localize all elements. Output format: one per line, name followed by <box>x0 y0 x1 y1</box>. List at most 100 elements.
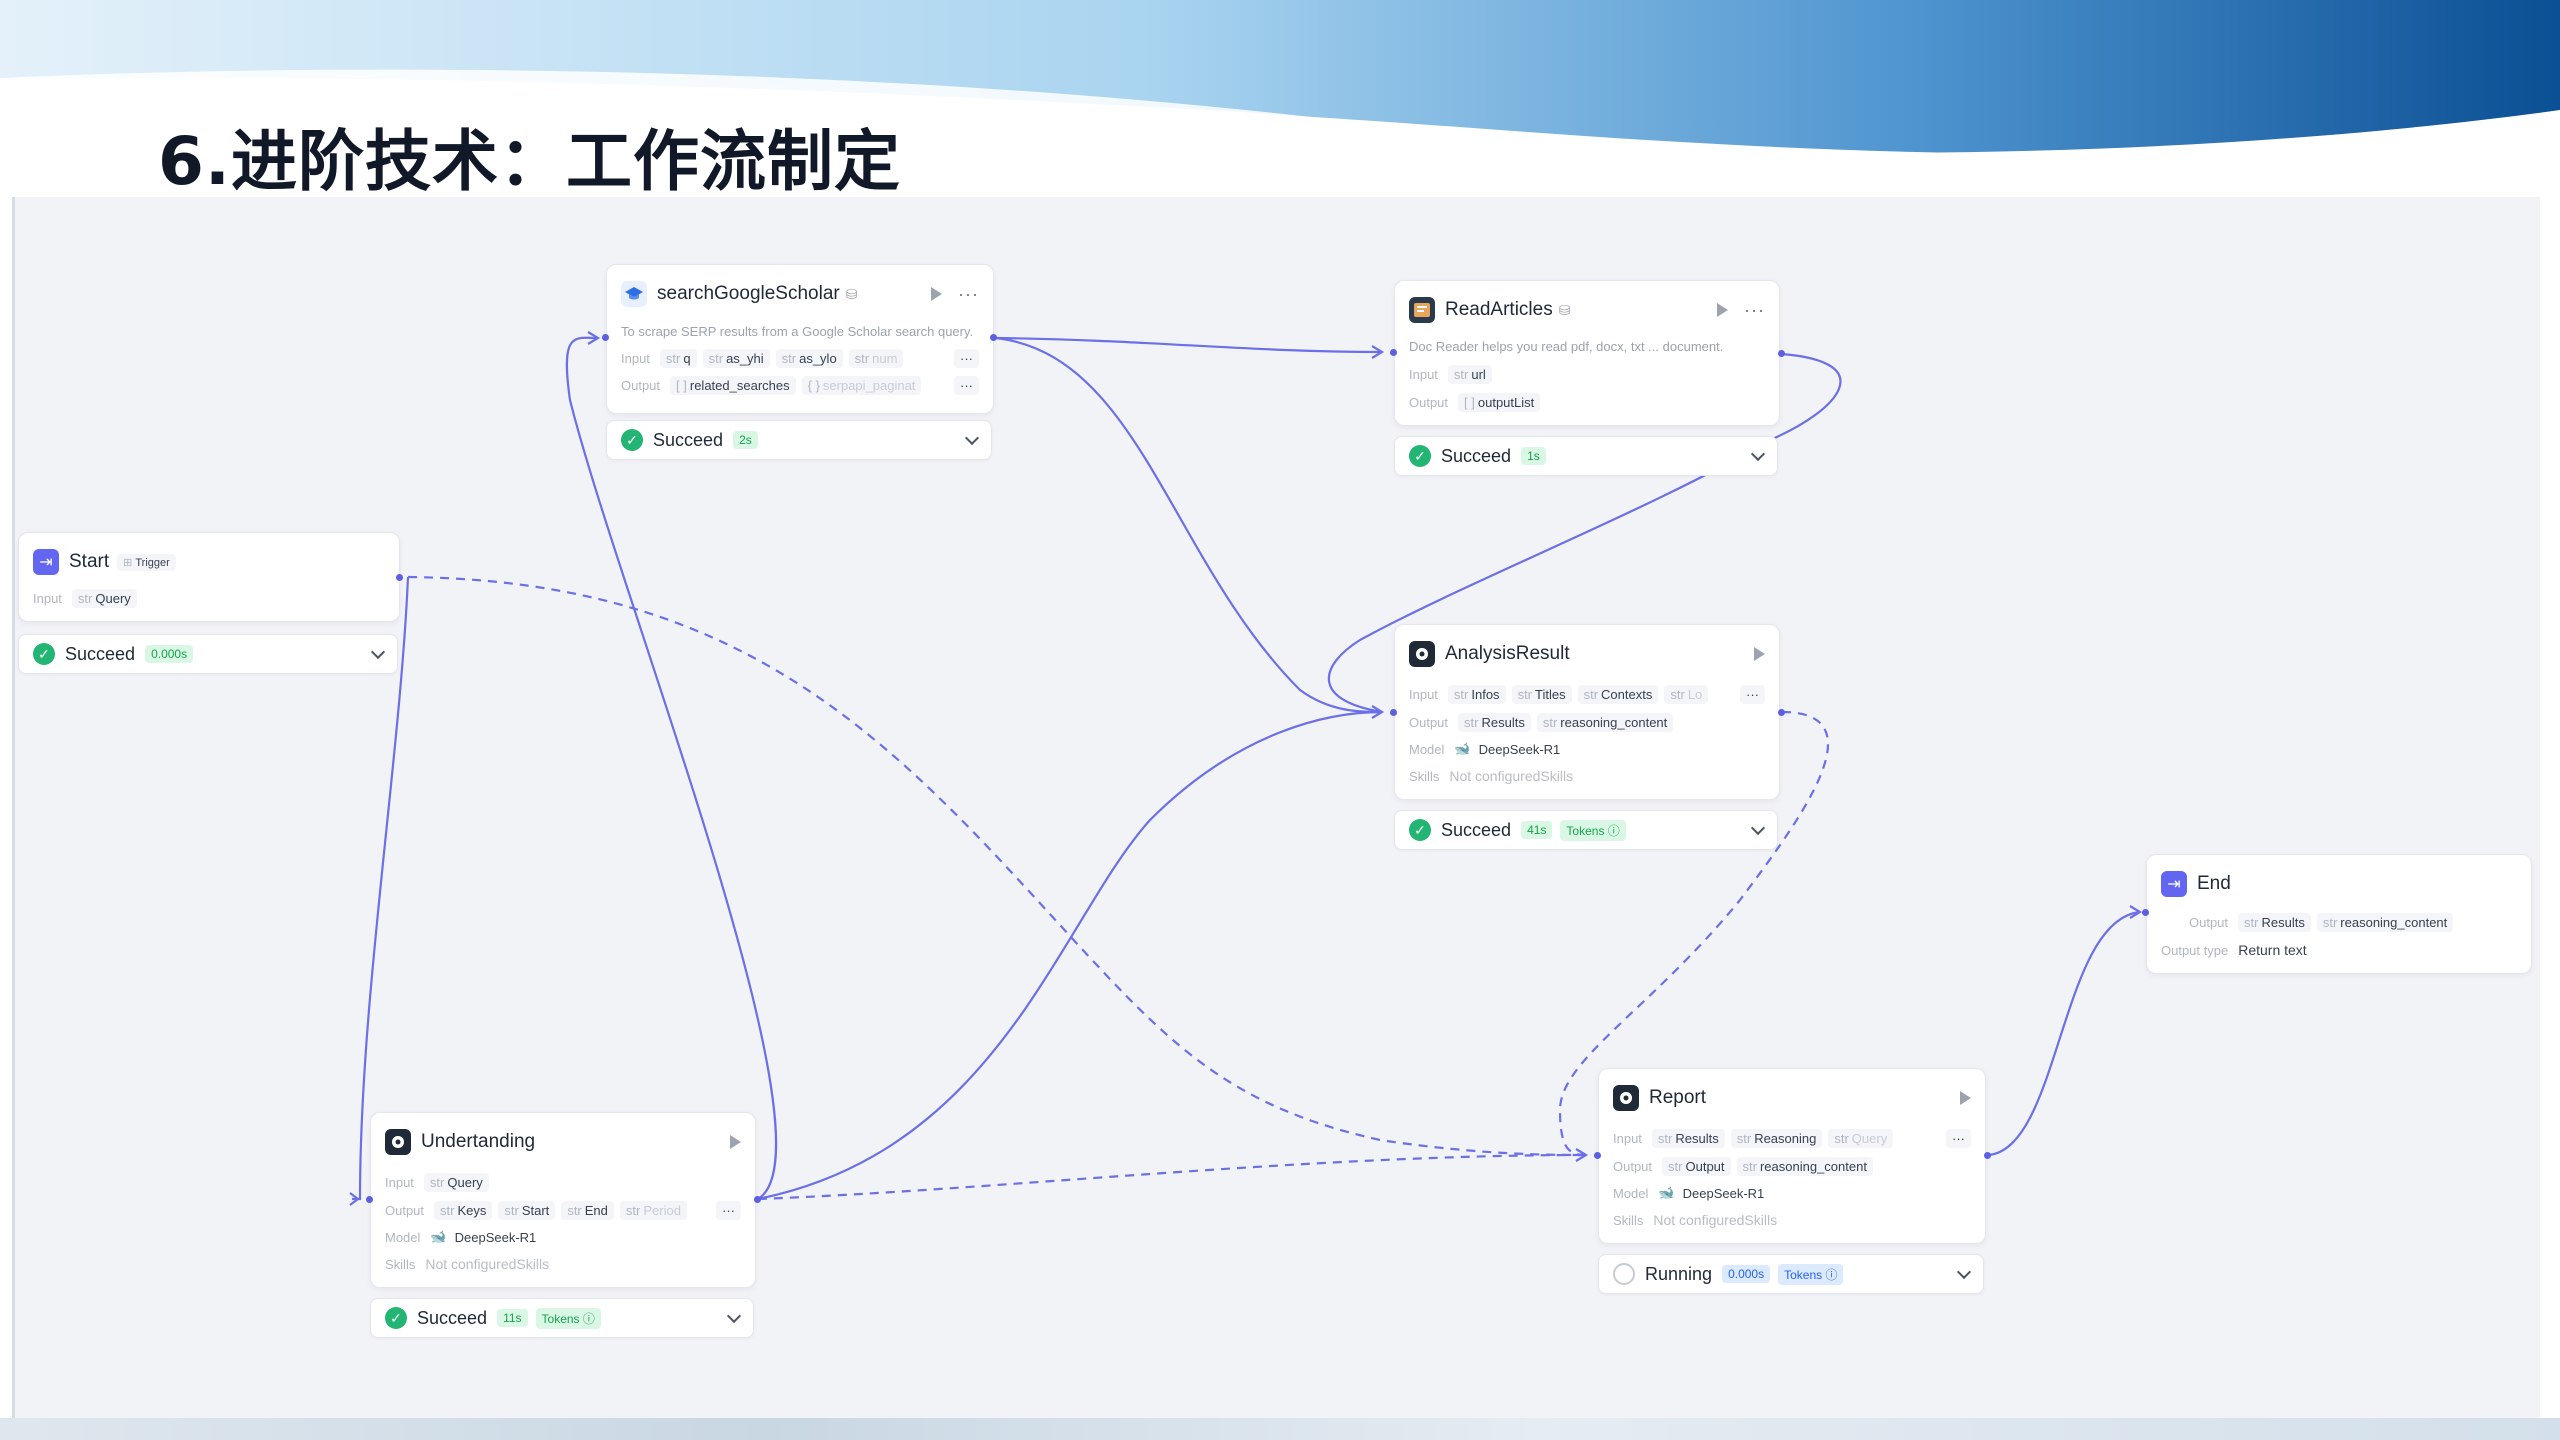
success-check-icon: ✓ <box>385 1307 407 1329</box>
run-node-button[interactable] <box>1717 303 1729 317</box>
input-port[interactable] <box>1390 709 1397 716</box>
success-check-icon: ✓ <box>33 643 55 665</box>
slide-banner <box>0 0 2560 200</box>
more-params-icon[interactable]: ··· <box>954 375 979 395</box>
input-port[interactable] <box>2142 909 2149 916</box>
status-bar[interactable]: ✓ Succeed 2s <box>606 420 992 460</box>
input-label: Input <box>1409 366 1438 382</box>
output-port[interactable] <box>1984 1152 1991 1159</box>
output-param: [ ]outputList <box>1458 392 1541 412</box>
tokens-badge[interactable]: Tokens ⓘ <box>1778 1263 1844 1285</box>
tokens-badge[interactable]: Tokens ⓘ <box>1560 819 1626 841</box>
more-params-icon[interactable]: ··· <box>1740 684 1765 704</box>
status-text: Succeed <box>653 429 724 450</box>
more-options-button[interactable]: ··· <box>958 283 979 304</box>
llm-node-icon <box>1613 1085 1639 1111</box>
time-badge: 0.000s <box>145 645 194 663</box>
model-name: DeepSeek-R1 <box>1682 1185 1765 1201</box>
time-badge: 2s <box>733 431 758 449</box>
node-title: End <box>2197 873 2231 894</box>
scholar-cap-icon <box>621 281 647 307</box>
skills-label: Skills <box>385 1256 416 1272</box>
model-label: Model <box>1409 741 1445 757</box>
skills-label: Skills <box>1409 768 1440 784</box>
input-port[interactable] <box>366 1196 373 1203</box>
time-badge: 11s <box>497 1309 528 1327</box>
output-port[interactable] <box>990 334 997 341</box>
deepseek-whale-icon: 🐋 <box>1454 741 1471 756</box>
chevron-down-icon[interactable] <box>370 644 386 660</box>
model-label: Model <box>385 1229 421 1245</box>
run-node-button[interactable] <box>730 1135 741 1149</box>
time-badge: 1s <box>1521 447 1546 465</box>
more-params-icon[interactable]: ··· <box>1946 1128 1971 1148</box>
chevron-down-icon[interactable] <box>1750 446 1766 462</box>
output-port[interactable] <box>754 1196 761 1203</box>
start-arrow-icon: ⇥ <box>33 549 59 575</box>
status-bar[interactable]: ✓ Succeed 41s Tokens ⓘ <box>1394 810 1778 850</box>
input-port[interactable] <box>1390 349 1397 356</box>
llm-node-icon <box>385 1129 411 1155</box>
status-text: Running <box>1645 1263 1713 1284</box>
run-node-button[interactable] <box>1754 647 1765 661</box>
more-params-icon[interactable]: ··· <box>716 1200 741 1220</box>
input-port[interactable] <box>1594 1152 1601 1159</box>
bottom-decoration <box>0 1418 2560 1440</box>
deepseek-whale-icon: 🐋 <box>430 1229 447 1244</box>
input-label: Input <box>33 590 62 606</box>
node-title: AnalysisResult <box>1445 643 1570 664</box>
output-param: [ ]related_searches <box>670 375 796 395</box>
chevron-down-icon[interactable] <box>964 430 980 446</box>
input-label: Input <box>385 1174 414 1190</box>
output-port[interactable] <box>1778 709 1785 716</box>
skills-label: Skills <box>1613 1212 1644 1228</box>
status-bar[interactable]: ✓ Succeed 1s <box>1394 436 1778 476</box>
status-bar[interactable]: Running 0.000s Tokens ⓘ <box>1598 1254 1984 1294</box>
status-text: Succeed <box>417 1307 488 1328</box>
chevron-down-icon[interactable] <box>1956 1264 1972 1280</box>
node-search-google-scholar[interactable]: searchGoogleScholar ⛁ ··· To scrape SERP… <box>606 264 994 414</box>
more-options-button[interactable]: ··· <box>1744 299 1765 320</box>
chevron-down-icon[interactable] <box>726 1308 742 1324</box>
chevron-down-icon[interactable] <box>1750 820 1766 836</box>
status-bar[interactable]: ✓ Succeed 0.000s <box>18 634 398 674</box>
status-text: Succeed <box>1441 819 1512 840</box>
tokens-badge[interactable]: Tokens ⓘ <box>535 1307 601 1329</box>
output-label: Output <box>385 1202 425 1218</box>
model-name: DeepSeek-R1 <box>1478 741 1561 757</box>
input-port[interactable] <box>602 334 609 341</box>
run-node-button[interactable] <box>931 287 943 301</box>
end-arrow-icon: ⇥ <box>2161 871 2187 897</box>
skills-value: Not configuredSkills <box>1449 768 1574 784</box>
node-read-articles[interactable]: ReadArticles ⛁ ··· Doc Reader helps you … <box>1394 280 1780 426</box>
node-title: searchGoogleScholar <box>657 283 840 304</box>
output-label: Output <box>2189 914 2229 930</box>
status-bar[interactable]: ✓ Succeed 11s Tokens ⓘ <box>370 1298 754 1338</box>
output-type-label: Output type <box>2161 942 2229 958</box>
node-header: ⇥ Start ⊞Trigger <box>33 545 385 579</box>
output-port[interactable] <box>1778 350 1785 357</box>
more-params-icon[interactable]: ··· <box>954 348 979 368</box>
output-port[interactable] <box>396 574 403 581</box>
output-label: Output <box>1409 394 1449 410</box>
node-title: ReadArticles <box>1445 299 1553 320</box>
node-title: Start <box>69 551 110 572</box>
run-node-button[interactable] <box>1960 1091 1971 1105</box>
